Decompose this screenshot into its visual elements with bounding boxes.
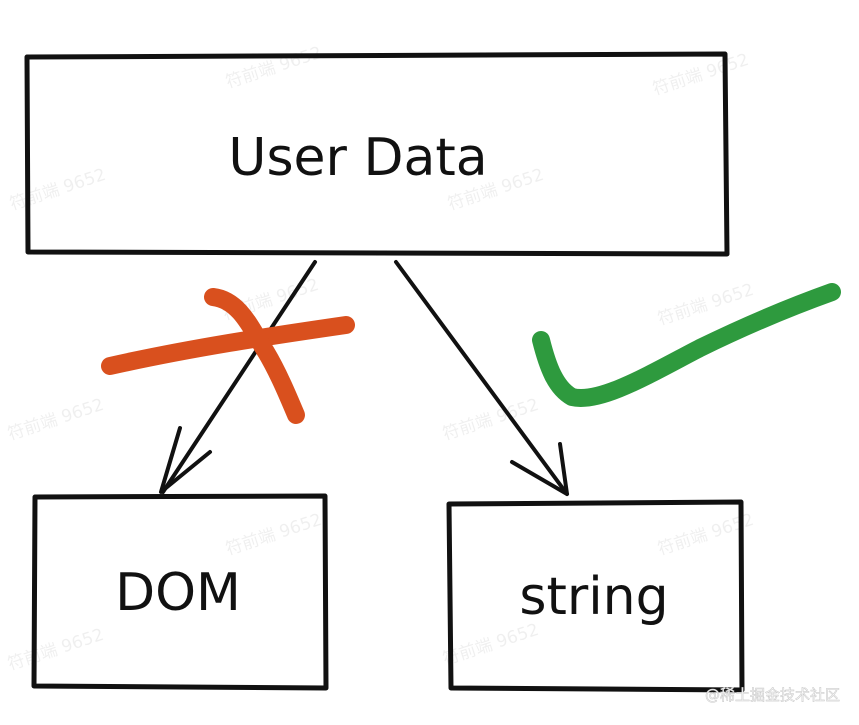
watermark: 符前端 9652 [5,625,106,675]
platform-credit: @稀土掘金技术社区 [705,686,840,704]
watermark: 符前端 9652 [440,620,541,670]
check-mark-icon [532,283,841,407]
string-label: string [519,567,668,627]
watermark: 符前端 9652 [7,165,108,215]
dom-box [31,493,329,691]
arrowhead-icon [159,426,212,494]
string-box [446,499,745,693]
arrow-to-dom [159,260,317,494]
watermark: 符前端 9652 [650,50,751,100]
watermark: 符前端 9652 [223,510,324,560]
dom-label: DOM [115,563,241,623]
watermark: 符前端 9652 [5,395,106,445]
string-node: string [446,499,745,693]
dom-node: DOM [31,493,329,691]
arrow-to-string [394,260,569,496]
user-data-box [24,51,730,257]
user-data-node: User Data [24,51,730,257]
user-data-label: User Data [228,128,487,188]
cross-mark-icon [101,288,355,424]
watermark: 符前端 9652 [223,43,324,93]
arrowhead-icon [510,442,569,496]
